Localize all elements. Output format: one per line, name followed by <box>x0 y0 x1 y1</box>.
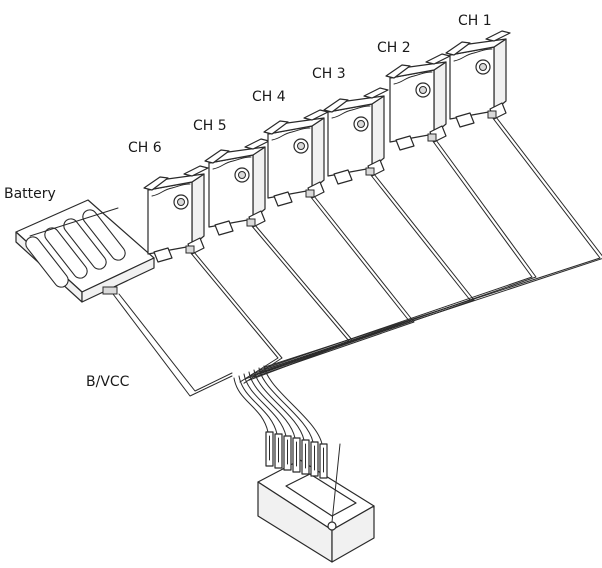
ch4-label: CH 4 <box>252 89 286 105</box>
ch5-label: CH 5 <box>193 118 227 134</box>
servo-lead-exit <box>246 218 256 227</box>
battery-pack <box>15 199 155 303</box>
servo-cables <box>189 116 602 384</box>
servo-lead-exit <box>185 245 195 254</box>
receiver-wire-bundle <box>233 365 323 445</box>
ch1-label: CH 1 <box>458 13 492 29</box>
ch1-cable <box>268 116 602 369</box>
servo-lead-exit <box>365 167 375 176</box>
antenna-post <box>327 521 337 531</box>
battery-connector <box>102 286 118 295</box>
ch1-cable <box>264 116 601 368</box>
ch2-label: CH 2 <box>377 40 411 56</box>
servo-ch1 <box>445 30 511 128</box>
bundle-wire <box>263 365 323 445</box>
ch6-cable <box>189 251 279 383</box>
servo-ch3 <box>323 87 389 185</box>
ch6-label: CH 6 <box>128 140 162 156</box>
bundle-wire <box>248 371 296 439</box>
servo-lead-exit <box>487 110 497 119</box>
receiver <box>257 431 375 563</box>
servo-ch2 <box>385 53 451 151</box>
ch4-cable <box>253 195 415 378</box>
bundle-wire <box>253 369 305 441</box>
bundle-wire <box>243 373 287 437</box>
channel-labels: CH 6 CH 5 CH 4 CH 3 CH 2 CH 1 <box>128 13 492 156</box>
servo-ch5 <box>204 138 270 236</box>
bundle-wire <box>238 375 278 435</box>
bvcc-label: B/VCC <box>86 374 130 390</box>
receiver-pin-header <box>265 431 328 479</box>
servo-group <box>143 30 511 263</box>
antenna-wire <box>331 443 341 523</box>
servo-ch4 <box>263 109 329 207</box>
servo-lead-exit <box>305 189 315 198</box>
bundle-wire <box>233 377 269 433</box>
bundle-wire <box>258 367 314 443</box>
battery-label: Battery <box>4 186 56 202</box>
battery-cells <box>25 207 126 288</box>
ch3-label: CH 3 <box>312 66 346 82</box>
ch3-cable <box>258 173 475 375</box>
receiver-label-window <box>285 473 357 517</box>
ch5-cable <box>244 224 350 380</box>
bvcc-lead <box>112 293 233 397</box>
servo-lead-exit <box>427 133 437 142</box>
servo-ch6 <box>143 165 209 263</box>
